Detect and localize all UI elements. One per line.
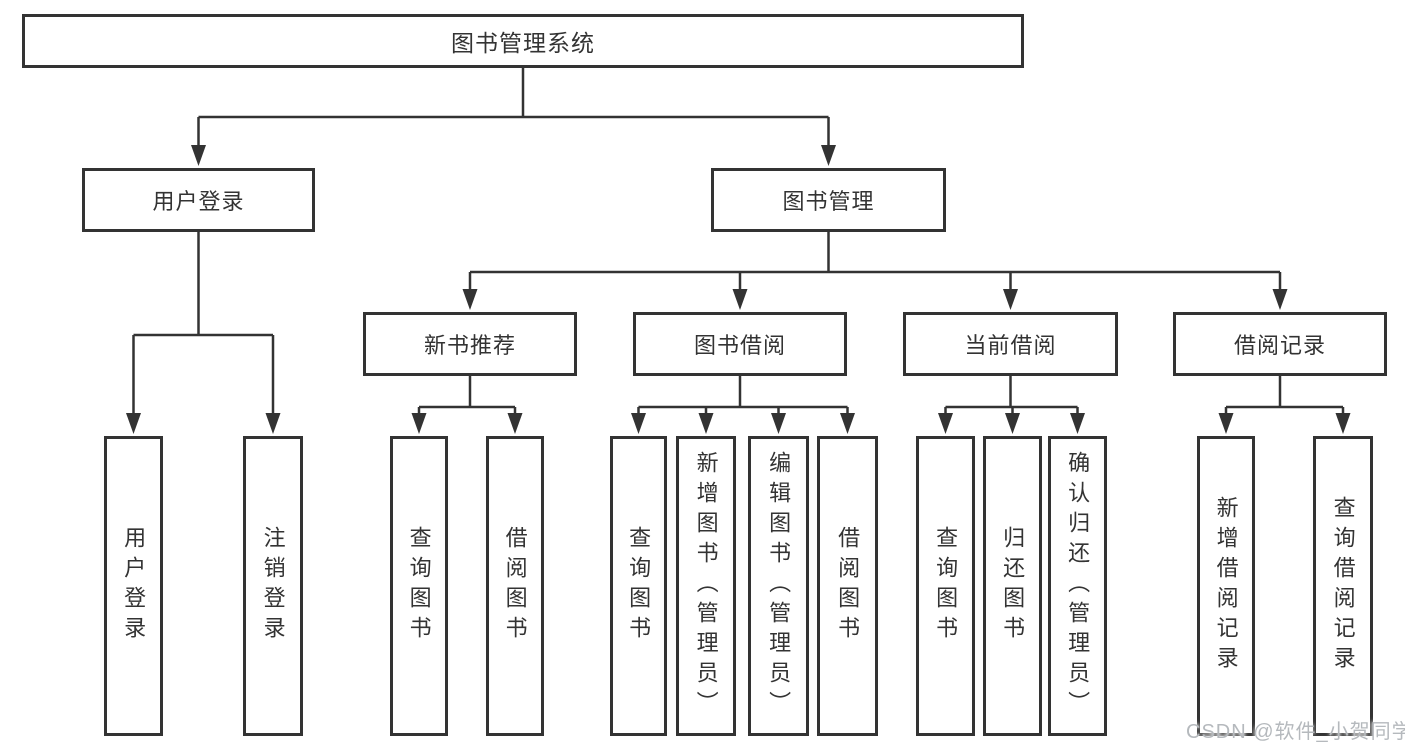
node-label: 确认归还（管理员） [1065, 451, 1091, 721]
arrowheads [126, 145, 1351, 434]
node-label: 新增图书（管理员） [693, 451, 719, 721]
leaf-logout: 注销登录 [243, 436, 303, 736]
node-label: 查询图书 [626, 526, 652, 646]
leaf-borrow-query-books: 查询图书 [610, 436, 667, 736]
node-label: 借阅图书 [835, 526, 861, 646]
node-new-book-recommendation: 新书推荐 [363, 312, 577, 376]
node-book-management: 图书管理 [711, 168, 946, 232]
leaf-user-login: 用户登录 [104, 436, 163, 736]
leaf-borrow-edit-books-admin: 编辑图书（管理员） [748, 436, 809, 736]
node-label: 图书管理系统 [451, 30, 595, 56]
leaf-current-query-books: 查询图书 [916, 436, 975, 736]
node-book-borrowing: 图书借阅 [633, 312, 847, 376]
leaf-borrow-borrow-books: 借阅图书 [817, 436, 878, 736]
node-current-borrowing: 当前借阅 [903, 312, 1118, 376]
leaf-recommend-query-books: 查询图书 [390, 436, 448, 736]
node-label: 当前借阅 [964, 333, 1057, 358]
leaf-recommend-borrow-books: 借阅图书 [486, 436, 544, 736]
node-label: 用户登录 [152, 189, 245, 214]
leaf-current-return-books: 归还图书 [983, 436, 1042, 736]
connector-lines [132, 68, 1345, 416]
node-label: 借阅图书 [502, 526, 528, 646]
node-label: 归还图书 [1000, 526, 1026, 646]
node-label: 查询图书 [406, 526, 432, 646]
node-label: 查询图书 [933, 526, 959, 646]
node-label: 新增借阅记录 [1213, 496, 1239, 676]
node-user-login: 用户登录 [82, 168, 315, 232]
node-label: 新书推荐 [423, 333, 516, 358]
leaf-current-confirm-return-admin: 确认归还（管理员） [1048, 436, 1107, 736]
leaf-records-add-record: 新增借阅记录 [1197, 436, 1255, 736]
node-label: 借阅记录 [1233, 333, 1326, 358]
node-label: 图书借阅 [693, 333, 786, 358]
watermark-csdn: CSDN @软件_小贺同学 [1186, 721, 1405, 743]
node-label: 用户登录 [121, 526, 147, 646]
node-label: 编辑图书（管理员） [766, 451, 792, 721]
node-label: 查询借阅记录 [1330, 496, 1356, 676]
node-label: 注销登录 [260, 526, 286, 646]
leaf-borrow-add-books-admin: 新增图书（管理员） [676, 436, 736, 736]
node-borrowing-records: 借阅记录 [1173, 312, 1387, 376]
node-label: 图书管理 [782, 189, 875, 214]
node-library-management-system: 图书管理系统 [22, 14, 1024, 68]
leaf-records-query-record: 查询借阅记录 [1313, 436, 1373, 736]
